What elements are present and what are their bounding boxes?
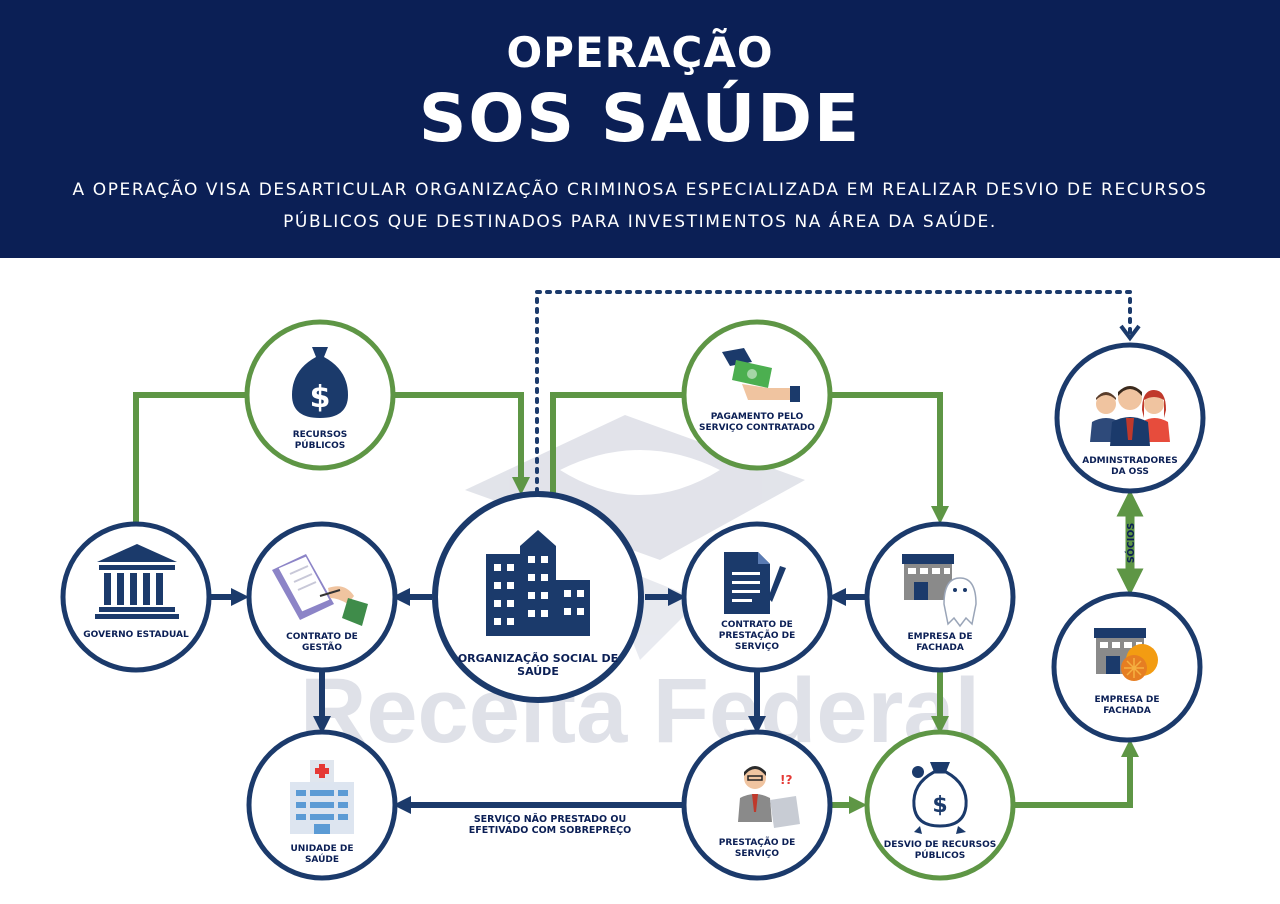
node-contrato-gestao: CONTRATO DE GESTÃO <box>246 521 398 673</box>
shop-ghost-icon <box>902 554 977 628</box>
node-label-2: DA OSS <box>1111 467 1149 477</box>
node-label-2: FACHADA <box>1103 706 1151 716</box>
subtitle-line-2: PÚBLICOS QUE DESTINADOS PARA INVESTIMENT… <box>283 212 997 232</box>
node-recursos-publicos: $ RECURSOS PÚBLICOS <box>244 319 396 471</box>
node-unidade-saude: UNIDADE DE SAÚDE <box>246 729 398 881</box>
node-label-2: PÚBLICOS <box>295 439 346 451</box>
edge-oss-pagamento <box>550 392 685 494</box>
node-prestacao-servico: !? PRESTAÇÃO DE SERVIÇO <box>681 729 833 881</box>
edge-desvio-empresa2 <box>1013 739 1139 808</box>
node-label-1: ORGANIZAÇÃO SOCIAL DE <box>458 652 618 665</box>
thief-money-bag-icon: $ <box>912 762 968 834</box>
edge-dotted-oss-adm <box>535 290 1132 494</box>
people-group-icon <box>1090 386 1170 446</box>
node-desvio-recursos: $ DESVIO DE RECURSOS PÚBLICOS <box>864 729 1016 881</box>
hospital-icon <box>290 760 354 834</box>
node-label-2: SERVIÇO <box>735 849 779 859</box>
header-banner: OPERAÇÃO SOS SAÚDE A OPERAÇÃO VISA DESAR… <box>0 0 1280 258</box>
node-label-1: UNIDADE DE <box>291 844 354 854</box>
navy-connectors <box>210 588 867 814</box>
node-label-1: EMPRESA DE <box>908 632 973 642</box>
office-building-icon <box>486 530 590 636</box>
money-bag-icon: $ <box>292 347 348 418</box>
edge-label-line-2: EFETIVADO COM SOBREPREÇO <box>469 825 631 836</box>
node-empresa-fachada-1: EMPRESA DE FACHADA <box>864 521 1016 673</box>
node-label-2: SAÚDE <box>517 665 559 678</box>
edge-recursos-oss <box>393 392 530 495</box>
shop-orange-icon <box>1094 628 1158 681</box>
node-label-1: RECURSOS <box>293 430 348 440</box>
svg-text:$: $ <box>932 793 947 818</box>
node-governo-estadual: GOVERNO ESTADUAL <box>60 521 212 673</box>
worker-computer-icon: !? <box>738 766 800 828</box>
node-label-2: SERVIÇO CONTRATADO <box>699 423 815 433</box>
subtitle-line-1: A OPERAÇÃO VISA DESARTICULAR ORGANIZAÇÃO… <box>72 180 1208 200</box>
green-connectors <box>133 392 1144 814</box>
node-label-2: PRESTAÇÃO DE <box>719 630 796 641</box>
svg-text:$: $ <box>310 380 331 415</box>
node-label-1: CONTRATO DE <box>286 632 358 642</box>
node-label-1: EMPRESA DE <box>1095 695 1160 705</box>
node-organizacao-social-saude: ORGANIZAÇÃO SOCIAL DE SAÚDE <box>432 491 644 703</box>
node-label-1: PAGAMENTO PELO <box>711 412 804 422</box>
node-label-3: SERVIÇO <box>735 642 779 652</box>
node-administradores-oss: ADMINSTRADORES DA OSS <box>1054 342 1206 494</box>
node-label-2: SAÚDE <box>305 853 339 865</box>
node-label-1: GOVERNO ESTADUAL <box>83 630 189 640</box>
node-contrato-prestacao: CONTRATO DE PRESTAÇÃO DE SERVIÇO <box>681 521 833 673</box>
svg-text:!?: !? <box>780 773 792 787</box>
node-label-1: DESVIO DE RECURSOS <box>884 840 997 850</box>
payment-hands-icon <box>722 348 800 402</box>
title-line-1: OPERAÇÃO <box>506 28 774 77</box>
government-building-icon <box>95 544 179 619</box>
document-icon <box>724 552 786 614</box>
title-line-2: SOS SAÚDE <box>418 80 862 157</box>
node-pagamento-servico: PAGAMENTO PELO SERVIÇO CONTRATADO <box>681 319 833 471</box>
node-label-2: GESTÃO <box>302 642 342 653</box>
dotted-arrowhead <box>1119 324 1141 342</box>
node-label-1: ADMINSTRADORES <box>1082 456 1177 466</box>
subtitle: A OPERAÇÃO VISA DESARTICULAR ORGANIZAÇÃO… <box>60 174 1220 238</box>
watermark-text: Receita Federal <box>300 660 980 762</box>
edge-governo-recursos <box>133 392 247 525</box>
node-label-1: CONTRATO DE <box>721 620 793 630</box>
node-empresa-fachada-2: EMPRESA DE FACHADA <box>1051 591 1203 743</box>
edge-label-line-1: SERVIÇO NÃO PRESTADO OU <box>474 814 626 825</box>
edge-pagamento-empresa <box>831 392 949 524</box>
node-label-1: PRESTAÇÃO DE <box>719 837 796 848</box>
socios-label: SÓCIOS <box>1125 523 1137 564</box>
node-label-2: PÚBLICOS <box>915 849 966 861</box>
node-label-2: FACHADA <box>916 643 964 653</box>
contract-signing-icon <box>272 554 368 626</box>
